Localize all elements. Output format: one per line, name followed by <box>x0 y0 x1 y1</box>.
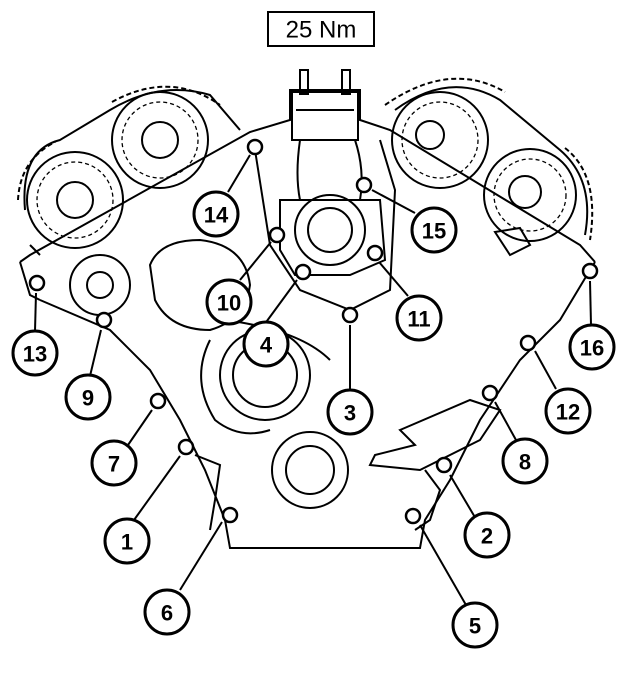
right-cam-sprockets <box>384 77 594 242</box>
callout-2: 2 <box>463 511 511 559</box>
callout-6-label: 6 <box>161 601 173 626</box>
bolt-1 <box>177 438 195 456</box>
bolt-13 <box>28 274 46 292</box>
bolt-9 <box>95 311 113 329</box>
callout-4-label: 4 <box>260 333 273 358</box>
callout-4: 4 <box>242 320 290 368</box>
callout-1: 1 <box>103 517 151 565</box>
bolt-8 <box>481 384 499 402</box>
central-housing <box>254 139 397 312</box>
bolt-15 <box>355 176 373 194</box>
callout-15: 15 <box>410 206 458 254</box>
callout-5-label: 5 <box>469 614 481 639</box>
callout-16: 16 <box>568 323 616 371</box>
bolt-10 <box>268 226 286 244</box>
callout-7: 7 <box>90 439 138 487</box>
callout-10-label: 10 <box>217 291 241 316</box>
torque-spec: 25 Nm <box>267 11 375 47</box>
callout-3: 3 <box>326 388 374 436</box>
callout-9-label: 9 <box>82 386 94 411</box>
bolt-7 <box>149 392 167 410</box>
callout-15-label: 15 <box>422 219 446 244</box>
bolt-positions <box>28 138 599 525</box>
callout-11: 11 <box>395 294 443 342</box>
bolt-14 <box>246 138 264 156</box>
callout-13: 13 <box>11 329 59 377</box>
bolt-4 <box>294 263 312 281</box>
callout-9: 9 <box>64 373 112 421</box>
callout-14-label: 14 <box>204 203 229 228</box>
callout-13-label: 13 <box>23 342 47 367</box>
callout-10: 10 <box>205 278 253 326</box>
bolt-6 <box>221 506 239 524</box>
engine-drawing <box>17 69 596 549</box>
callout-16-label: 16 <box>580 336 604 361</box>
callout-14: 14 <box>192 190 240 238</box>
torque-box <box>267 11 375 47</box>
callout-11-label: 11 <box>407 307 430 332</box>
leader-lines <box>34 154 592 606</box>
callout-1-label: 1 <box>121 530 133 555</box>
callout-8-label: 8 <box>519 450 531 475</box>
bolt-11 <box>366 244 384 262</box>
callout-8: 8 <box>501 437 549 485</box>
bolt-3 <box>341 306 359 324</box>
callout-3-label: 3 <box>344 401 356 426</box>
callout-5: 5 <box>451 601 499 649</box>
bolt-5 <box>404 507 422 525</box>
callout-7-label: 7 <box>108 452 120 477</box>
left-cam-sprockets <box>17 85 241 256</box>
torque-label: 25 Nm <box>286 17 357 44</box>
bolt-2 <box>435 456 453 474</box>
bolt-12 <box>519 334 537 352</box>
lower-cover-outline <box>39 261 596 549</box>
callout-12-label: 12 <box>556 400 580 425</box>
upper-cover-outline <box>19 89 596 263</box>
callout-12: 12 <box>544 387 592 435</box>
bolt-16 <box>581 262 599 280</box>
callout-6: 6 <box>143 588 191 636</box>
crankshaft-hub <box>271 431 349 509</box>
callout-2-label: 2 <box>481 524 493 549</box>
